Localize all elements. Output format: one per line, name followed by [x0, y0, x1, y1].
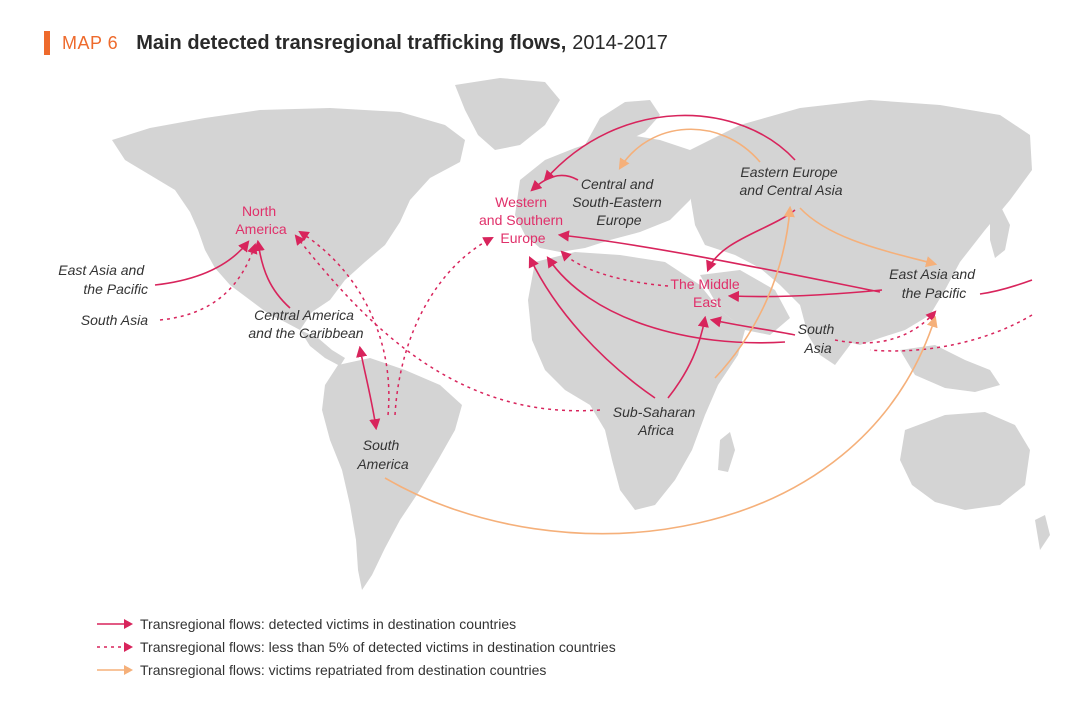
landmass-australia	[900, 412, 1030, 510]
landmass-southeast-asia	[900, 345, 1000, 392]
label-east-asia-pacific-right: East Asia and the Pacific	[889, 266, 979, 301]
landmass-central-america	[300, 330, 345, 366]
label-central-america-caribbean: Central America and the Caribbean	[248, 307, 363, 341]
flows-detected	[154, 114, 1033, 431]
legend-orange-arrow-icon	[97, 664, 133, 675]
legend: Transregional flows: detected victims in…	[96, 612, 616, 681]
region-labels: North America Western and Southern Europ…	[58, 164, 979, 472]
flows-repatriated	[384, 128, 938, 535]
flow-south-america-ca-caribbean	[356, 345, 381, 431]
flow-south-america-to-western-europe	[394, 237, 494, 416]
landmass-greenland	[455, 78, 560, 150]
legend-item-repatriated: Transregional flows: victims repatriated…	[96, 658, 616, 681]
label-western-southern-europe: Western and Southern Europe	[479, 194, 567, 246]
label-sub-saharan-africa: Sub-Saharan Africa	[613, 404, 699, 438]
landmass-africa	[528, 252, 745, 510]
flow-south-asia-to-western-europe	[546, 256, 786, 344]
landmass-japan	[990, 205, 1010, 258]
flow-repatriated-eastern-europe-to-ea-pacific	[799, 207, 938, 268]
flow-south-asia-to-middle-east	[709, 316, 796, 336]
flow-central-europe-to-western-europe	[530, 174, 579, 192]
landmass-north-america	[112, 108, 465, 330]
landmass-south-america	[322, 358, 462, 590]
title-marker	[44, 31, 50, 55]
landmass-arabia	[700, 270, 790, 335]
flow-ea-pacific-to-north-america	[154, 240, 250, 286]
landmass-india	[800, 300, 860, 365]
flow-repatriated-eastern-europe-to-central-europe	[618, 128, 761, 170]
flow-eastern-europe-to-western-europe	[543, 114, 796, 182]
map-title: Main detected transregional trafficking …	[136, 31, 567, 54]
flow-south-asia-to-ea-pacific	[834, 310, 937, 344]
flow-ea-pacific-to-middle-east	[727, 289, 883, 302]
legend-item-detected: Transregional flows: detected victims in…	[96, 612, 616, 635]
map-number: MAP 6	[62, 32, 119, 53]
flow-south-asia-to-north-america	[159, 243, 258, 321]
landmass-madagascar	[718, 432, 735, 472]
legend-solid-arrow-icon	[97, 618, 133, 629]
label-south-america: South America	[356, 437, 409, 472]
flow-ea-pacific-to-western-europe	[557, 230, 881, 293]
flow-repatriated-south-america-to-ea-pacific	[384, 315, 938, 535]
legend-label-detected: Transregional flows: detected victims in…	[140, 615, 517, 632]
label-north-america: North America	[235, 203, 287, 237]
map-header: MAP 6 Main detected transregional traffi…	[44, 30, 668, 56]
flow-repatriated-middle-east-to-eastern-europe	[714, 205, 795, 379]
legend-item-minor: Transregional flows: less than 5% of det…	[96, 635, 616, 658]
flow-sub-saharan-to-western-europe	[528, 255, 656, 399]
legend-dotted-arrow-icon	[97, 641, 133, 652]
landmass-asia	[690, 100, 1032, 345]
flow-sub-saharan-to-middle-east	[667, 315, 709, 399]
flow-east-edge-to-ea-pacific	[979, 279, 1033, 295]
label-south-asia-right: South Asia	[798, 321, 838, 356]
land-masses	[112, 78, 1050, 590]
flow-middle-east-to-western-europe	[560, 250, 669, 287]
legend-label-minor: Transregional flows: less than 5% of det…	[140, 638, 616, 655]
label-middle-east: The Middle East	[670, 276, 743, 310]
flows-minor	[159, 230, 1033, 416]
landmass-new-zealand	[1035, 515, 1050, 550]
legend-label-repatriated: Transregional flows: victims repatriated…	[140, 661, 547, 678]
flow-ca-caribbean-to-north-america	[253, 239, 291, 309]
label-south-asia-left: South Asia	[81, 312, 148, 328]
flow-edge-to-south-asia	[869, 314, 1033, 352]
label-eastern-europe-central-asia: Eastern Europe and Central Asia	[740, 164, 843, 198]
label-central-se-europe: Central and South-Eastern Europe	[572, 176, 665, 228]
label-east-asia-pacific-left: East Asia and the Pacific	[58, 262, 148, 297]
map-years: 2014-2017	[572, 31, 668, 54]
